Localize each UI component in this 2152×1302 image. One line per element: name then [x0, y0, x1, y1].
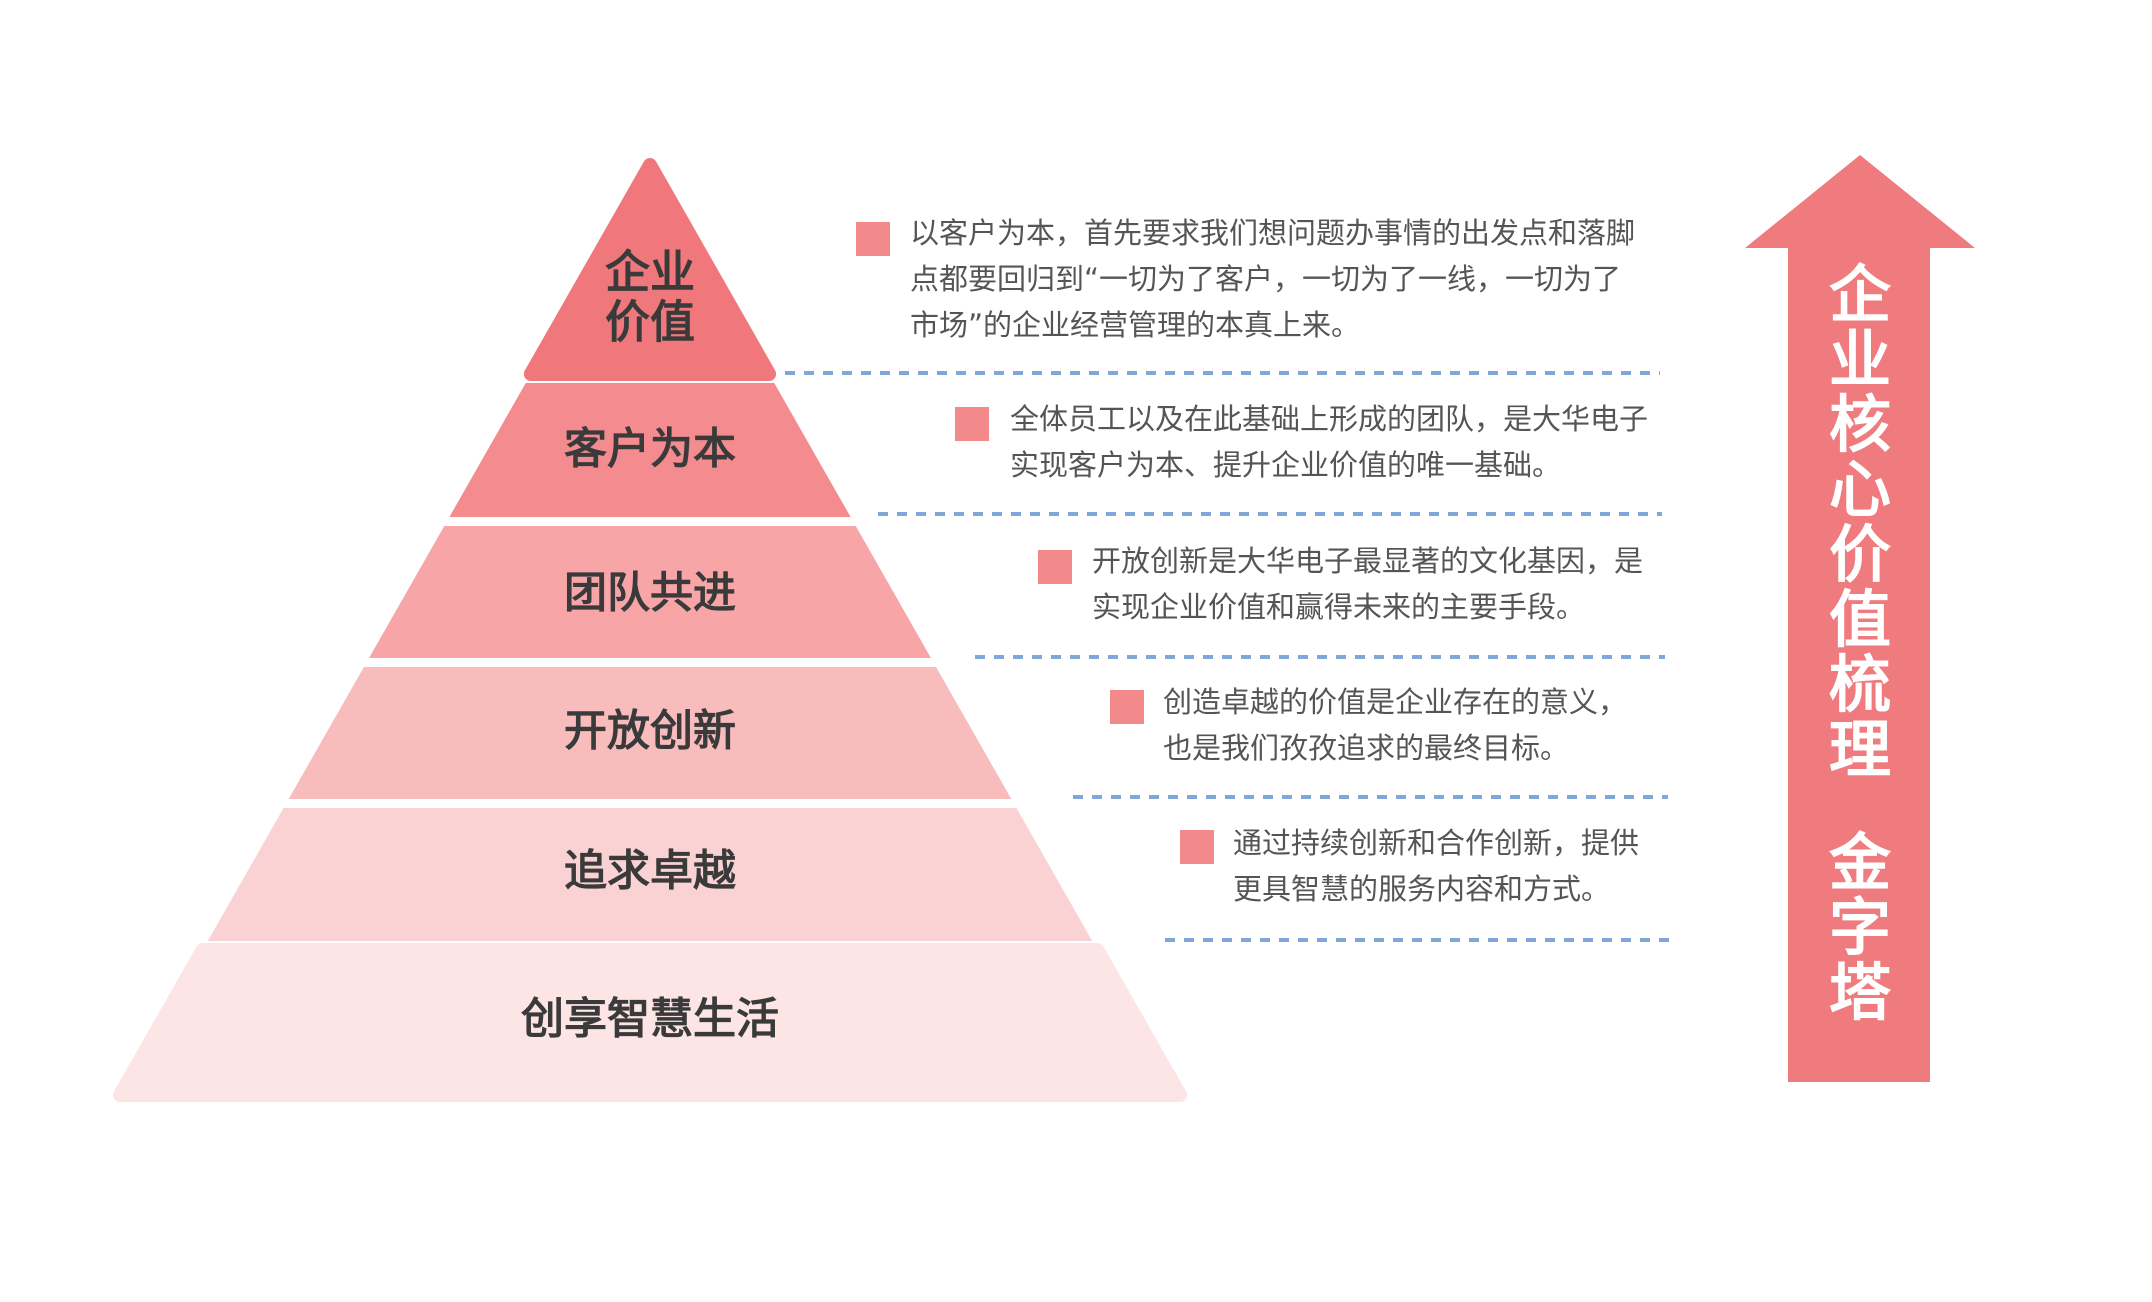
pyramid-level-2: [449, 383, 851, 517]
level-label-6: 创享智慧生活: [521, 994, 779, 1045]
pyramid-level-1: [523, 158, 777, 381]
divider-lines: [785, 371, 1670, 942]
arrow-title-char: 企: [1828, 258, 1891, 331]
pyramid-layers: [113, 158, 1187, 1102]
description-1: 以客户为本，首先要求我们想问题办事情的出发点和落脚 点都要回归到“一切为了客户，…: [910, 210, 1635, 348]
level-label-top-line1: 企业: [604, 245, 695, 299]
pyramid-level-4: [288, 667, 1012, 799]
arrow-title-char: 值: [1828, 583, 1891, 656]
description-4-line-1: 创造卓越的价值是企业存在的意义，: [1163, 685, 1628, 719]
pyramid-level-5: [207, 808, 1093, 941]
level-label-top: 企业 价值: [450, 245, 850, 349]
description-1-line-1: 以客户为本，首先要求我们想问题办事情的出发点和落脚: [910, 216, 1636, 250]
level-label-top-line2: 价值: [604, 296, 695, 349]
level-label-2: 客户为本: [564, 424, 736, 475]
pyramid-level-6: [113, 943, 1187, 1102]
description-2: 全体员工以及在此基础上形成的团队，是大华电子 实现客户为本、提升企业价值的唯一基…: [1010, 396, 1648, 488]
level-label-4: 开放创新: [564, 706, 736, 757]
level-label-5: 追求卓越: [564, 846, 736, 897]
arrow-title-char: 业: [1828, 323, 1891, 396]
description-2-line-1: 全体员工以及在此基础上形成的团队，是大华电子: [1010, 402, 1649, 436]
arrow-title-char: 核: [1828, 388, 1891, 461]
pyramid-level-3: [369, 526, 931, 658]
description-5-line-1: 通过持续创新和合作创新，提供: [1233, 826, 1640, 860]
bullet-4: [1110, 690, 1144, 724]
description-1-line-2: 点都要回归到“一切为了客户，一切为了一线，一切为了: [910, 262, 1622, 296]
arrow-title-char: 心: [1828, 453, 1891, 526]
description-3-line-1: 开放创新是大华电子最显著的文化基因，是: [1092, 544, 1644, 578]
up-arrow-shape: [1745, 155, 1975, 1082]
arrow-title-part1: 企业核心价值梳理: [1795, 262, 1925, 782]
description-3-line-2: 实现企业价值和赢得未来的主要手段。: [1092, 590, 1586, 624]
arrow-title-char: 金: [1828, 826, 1891, 899]
description-5: 通过持续创新和合作创新，提供 更具智慧的服务内容和方式。: [1233, 820, 1639, 912]
description-4-line-2: 也是我们孜孜追求的最终目标。: [1163, 731, 1570, 765]
arrow-title-char: 价: [1828, 518, 1891, 591]
description-4: 创造卓越的价值是企业存在的意义， 也是我们孜孜追求的最终目标。: [1163, 679, 1627, 771]
bullet-1: [856, 222, 890, 256]
arrow-title-part2: 金字塔: [1795, 830, 1925, 1025]
description-5-line-2: 更具智慧的服务内容和方式。: [1233, 872, 1611, 906]
arrow-title-char: 字: [1828, 891, 1891, 964]
description-3: 开放创新是大华电子最显著的文化基因，是 实现企业价值和赢得未来的主要手段。: [1092, 538, 1643, 630]
arrow-title-gap: [1795, 782, 1925, 830]
arrow-title: 企业核心价值梳理 金字塔: [1795, 262, 1925, 1025]
description-2-line-2: 实现客户为本、提升企业价值的唯一基础。: [1010, 448, 1562, 482]
arrow-title-char: 梳: [1828, 648, 1891, 721]
arrow-title-char: 理: [1828, 713, 1891, 786]
description-1-line-3: 市场”的企业经营管理的本真上来。: [910, 308, 1361, 342]
bullet-5: [1180, 830, 1214, 864]
bullet-3: [1038, 550, 1072, 584]
up-arrow: [1745, 155, 1975, 1082]
arrow-title-char: 塔: [1828, 956, 1891, 1029]
bullet-2: [955, 407, 989, 441]
level-label-3: 团队共进: [564, 568, 736, 619]
